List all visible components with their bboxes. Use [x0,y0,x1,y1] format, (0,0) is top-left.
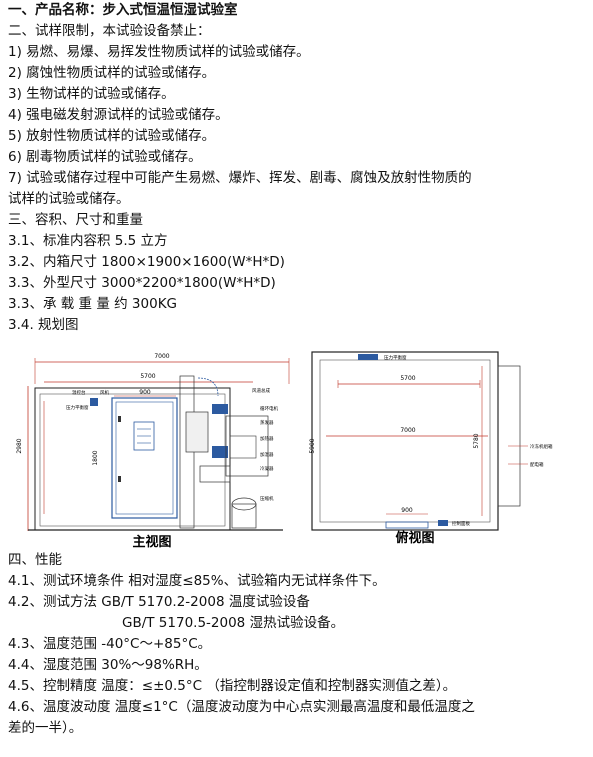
text-line-d34: 3.4. 规划图 [8,317,79,333]
front-dim-total: 7000 [154,353,169,360]
text-line-r6: 6) 剧毒物质试样的试验或储存。 [8,149,202,165]
front-dim-inner-height: 1800 [92,450,99,465]
text-line-p43: 4.3、温度范围 -40°C～+85°C。 [8,636,212,652]
text-line-r5: 5) 放射性物质试样的试验或储存。 [8,128,216,144]
text-line-s1: 一、产品名称：步入式恒温恒湿试验室 [8,2,238,18]
front-dim-inner: 5700 [140,373,155,380]
layout-drawing: 7000 5700 2980 1800 900 [8,336,588,550]
layout-drawing-svg: 7000 5700 2980 1800 900 [16,351,553,550]
top-label-right2: 配电箱 [530,461,544,468]
front-view: 7000 5700 2980 1800 900 [16,353,290,550]
text-line-r2: 2) 腐蚀性物质试样的试验或储存。 [8,65,216,81]
text-line-p45: 4.5、控制精度 温度：≤±0.5°C （指控制器设定值和控制器实测值之差）。 [8,678,457,694]
text-line-p41: 4.1、测试环境条件 相对湿度≤85%、试验箱内无试样条件下。 [8,573,386,589]
front-label-top1: 温控台 [72,389,86,396]
text-line-p44: 4.4、湿度范围 30%～98%RH。 [8,657,208,673]
front-label-r7: 压缩机 [260,495,274,502]
text-line-p42a: 4.2、测试方法 GB/T 5170.2-2008 温度试验设备 [8,594,310,610]
front-label-r6: 冷凝器 [260,465,274,472]
document: 一、产品名称：步入式恒温恒湿试验室二、试样限制，本试验设备禁止： 1) 易燃、易爆… [8,0,588,739]
front-label-r2: 循环电机 [260,405,278,412]
text-line-s3: 三、容积、尺寸和重量 [8,212,143,228]
text-line-d33b: 3.3、承 载 重 量 约 300KG [8,296,178,312]
front-label-r1: 风道总成 [252,387,270,394]
front-dim-door: 900 [139,389,151,396]
front-dim-height: 2980 [16,438,23,453]
front-label-top2: 风机 [100,389,109,396]
text-line-d31: 3.1、标准内容积 5.5 立方 [8,233,168,249]
top-dim-depth: 5900 [309,438,316,453]
text-line-p42b: GB/T 5170.5-2008 湿热试验设备。 [122,615,345,631]
text-line-r4: 4) 强电磁发射源试样的试验或储存。 [8,107,229,123]
document-upper-text: 一、产品名称：步入式恒温恒湿试验室二、试样限制，本试验设备禁止： 1) 易燃、易爆… [8,0,588,336]
top-label-pressure-window: 压力平衡窗 [384,354,407,361]
text-line-r7a: 7) 试验或储存过程中可能产生易燃、爆炸、挥发、剧毒、腐蚀及放射性物质的 [8,170,472,186]
top-dim-outer: 7000 [400,427,415,434]
text-line-p46a: 4.6、温度波动度 温度≤1°C（温度波动度为中心点实测最高温度和最低温度之 [8,699,475,715]
front-label-r3: 蒸发器 [260,419,274,426]
document-lower-text: 四、性能 4.1、测试环境条件 相对湿度≤85%、试验箱内无试样条件下。 4.2、测… [8,550,588,739]
front-label-r4: 加热器 [260,435,274,442]
text-line-d33: 3.3、外型尺寸 3000*2200*1800(W*H*D) [8,275,276,291]
text-line-r1: 1) 易燃、易爆、易挥发性物质试样的试验或储存。 [8,44,310,60]
text-line-d32: 3.2、内箱尺寸 1800×1900×1600(W*H*D) [8,254,285,270]
front-view-caption: 主视图 [132,534,171,550]
top-label-right1: 冷冻机组箱 [530,443,553,450]
text-line-p46b: 差的一半）。 [8,720,83,736]
text-line-r3: 3) 生物试样的试验或储存。 [8,86,175,102]
top-view: 压力平衡窗 5700 7000 5900 5780 冷冻机组箱 配电箱 900 … [309,351,553,546]
text-line-r7b: 试样的试验或储存。 [8,191,130,207]
text-line-s2: 二、试样限制，本试验设备禁止： [8,23,211,39]
front-label-pressure-window: 压力平衡窗 [66,404,89,411]
top-dim-door: 900 [401,507,413,514]
top-dim-inner: 5700 [400,375,415,382]
top-dim-inner-depth: 5780 [473,433,480,448]
top-view-caption: 俯视图 [395,530,434,546]
text-line-s4: 四、性能 [8,552,62,568]
front-label-r5: 加湿器 [260,451,274,458]
top-label-bottom: 控制面板 [452,520,470,527]
